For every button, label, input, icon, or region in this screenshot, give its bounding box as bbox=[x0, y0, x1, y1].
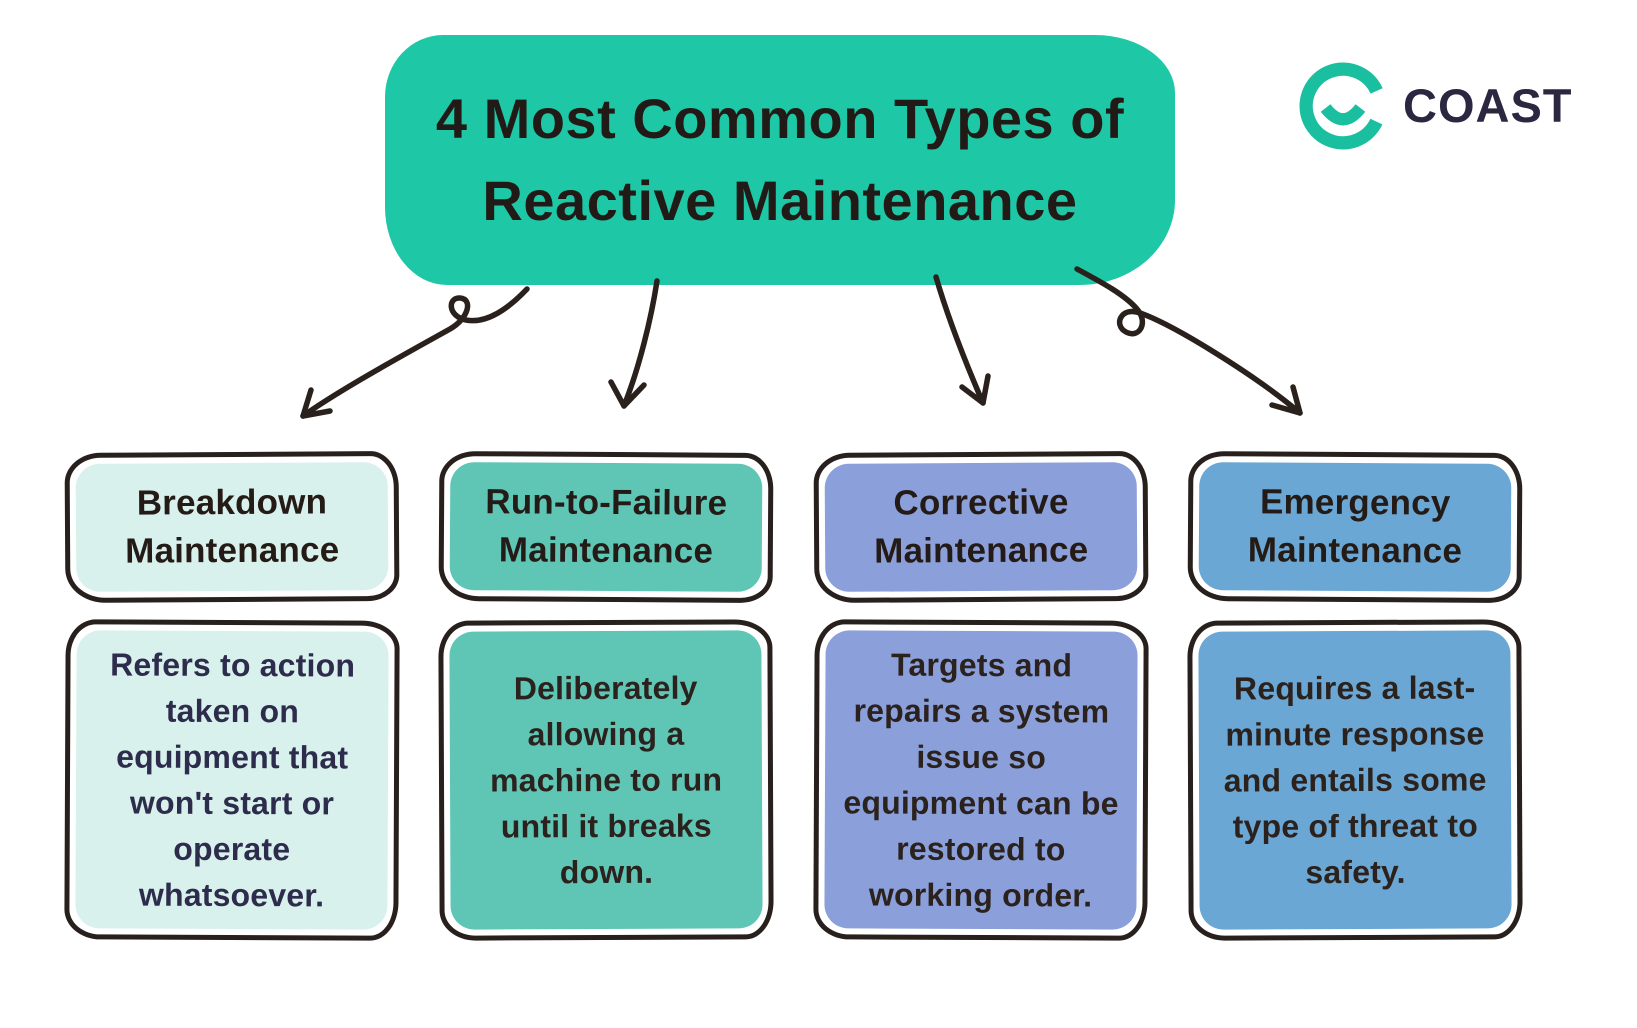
description-box-fill: Requires a last-minute response and enta… bbox=[1198, 630, 1512, 930]
description-box-fill: Targets and repairs a system issue so eq… bbox=[823, 630, 1138, 930]
column-breakdown-maintenance: Breakdown Maintenance Refers to action t… bbox=[64, 450, 400, 941]
column-run-to-failure-maintenance: Run-to-Failure Maintenance Deliberately … bbox=[438, 450, 775, 941]
arrow-down-icon bbox=[933, 274, 991, 406]
column-corrective-maintenance: Corrective Maintenance Targets and repai… bbox=[812, 450, 1149, 941]
arrow-loop-down-right-icon bbox=[1074, 266, 1303, 416]
column-description: Deliberately allowing a machine to run u… bbox=[490, 669, 723, 891]
column-title: Run-to-Failure Maintenance bbox=[485, 482, 728, 571]
description-box-fill: Refers to action taken on equipment that… bbox=[75, 630, 389, 930]
column-description: Requires a last-minute response and enta… bbox=[1223, 669, 1487, 891]
column-emergency-maintenance: Emergency Maintenance Requires a last-mi… bbox=[1187, 450, 1523, 941]
description-box: Targets and repairs a system issue so eq… bbox=[812, 619, 1149, 941]
column-title: Breakdown Maintenance bbox=[125, 482, 340, 571]
column-title: Corrective Maintenance bbox=[873, 482, 1088, 571]
column-description: Targets and repairs a system issue so eq… bbox=[842, 646, 1119, 914]
column-title: Emergency Maintenance bbox=[1247, 482, 1462, 571]
page-title-line-2: Reactive Maintenance bbox=[482, 169, 1078, 232]
title-box: Breakdown Maintenance bbox=[64, 450, 400, 604]
coast-logo-text: COAST bbox=[1403, 79, 1573, 132]
header-blob: 4 Most Common Types of Reactive Maintena… bbox=[385, 35, 1175, 285]
description-box: Requires a last-minute response and enta… bbox=[1187, 619, 1523, 941]
title-box: Corrective Maintenance bbox=[813, 450, 1149, 604]
title-box-fill: Corrective Maintenance bbox=[824, 462, 1138, 592]
title-box-fill: Run-to-Failure Maintenance bbox=[449, 462, 763, 592]
description-box-fill: Deliberately allowing a machine to run u… bbox=[449, 630, 764, 930]
title-box: Emergency Maintenance bbox=[1187, 450, 1523, 604]
arrow-down-icon bbox=[608, 278, 660, 409]
maintenance-columns: Breakdown Maintenance Refers to action t… bbox=[64, 450, 1523, 941]
description-box: Refers to action taken on equipment that… bbox=[64, 619, 400, 941]
title-box: Run-to-Failure Maintenance bbox=[438, 450, 774, 604]
title-box-fill: Emergency Maintenance bbox=[1198, 462, 1512, 592]
description-box: Deliberately allowing a machine to run u… bbox=[438, 619, 775, 941]
title-box-fill: Breakdown Maintenance bbox=[75, 462, 389, 592]
coast-logo: COAST bbox=[1299, 62, 1573, 150]
page-title-line-1: 4 Most Common Types of bbox=[435, 87, 1125, 150]
coast-smile-ring-icon bbox=[1299, 62, 1387, 150]
arrow-loop-down-left-icon bbox=[300, 286, 530, 419]
column-description: Refers to action taken on equipment that… bbox=[110, 646, 356, 914]
